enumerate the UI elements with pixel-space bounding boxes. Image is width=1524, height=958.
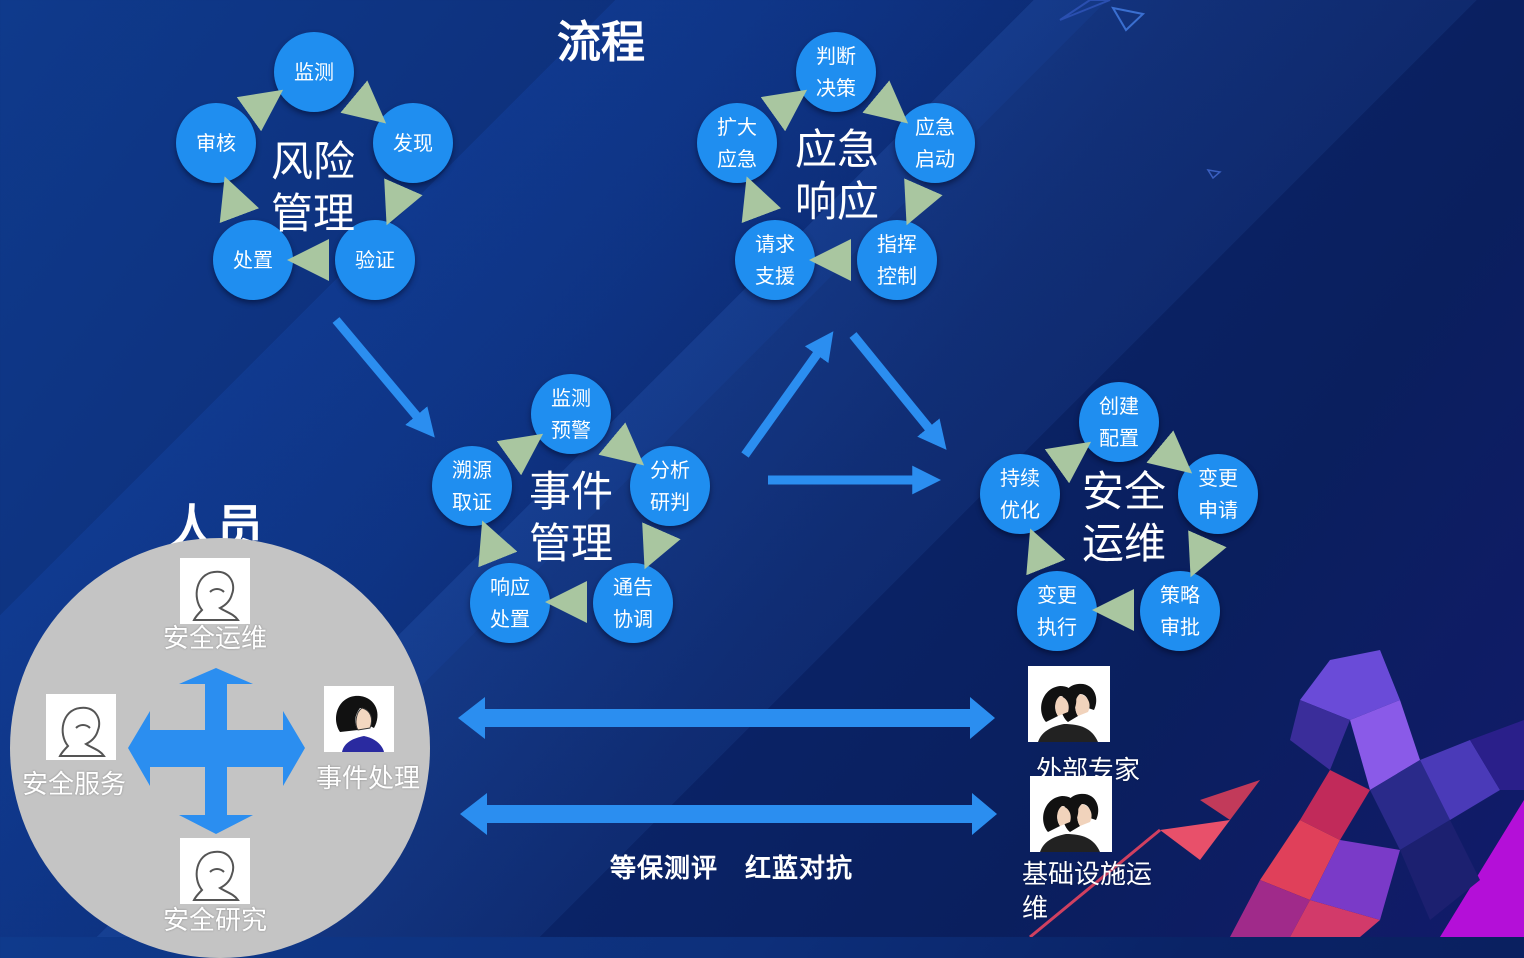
ops-center-label: 安全 运维 bbox=[1081, 467, 1166, 568]
risk-node-discover[interactable]: 发现 bbox=[373, 103, 453, 183]
avatar-external-expert bbox=[1028, 666, 1110, 742]
event-node-analyze[interactable]: 分析 研判 bbox=[630, 446, 710, 526]
event-node-respond[interactable]: 响应 处置 bbox=[470, 563, 550, 643]
risk-node-dispose[interactable]: 处置 bbox=[213, 220, 293, 300]
emergency-node-request[interactable]: 请求 支援 bbox=[735, 220, 815, 300]
avatar-research bbox=[180, 838, 250, 904]
flow-arrows bbox=[219, 80, 1227, 835]
ops-node-approve[interactable]: 策略 审批 bbox=[1140, 571, 1220, 651]
bottom-caption: 等保测评 红蓝对抗 bbox=[610, 854, 854, 884]
emergency-center-label: 应急 响应 bbox=[794, 125, 879, 226]
person-outline-icon bbox=[192, 570, 240, 621]
event-node-monitor[interactable]: 监测 预警 bbox=[531, 374, 611, 454]
infra-ops-label: 基础设施运 维 bbox=[1022, 860, 1153, 924]
event-node-notify[interactable]: 通告 协调 bbox=[593, 563, 673, 643]
group-people-icon bbox=[1038, 683, 1098, 742]
avatar-service bbox=[46, 694, 116, 760]
person-outline-icon bbox=[192, 850, 240, 901]
avatar-incident bbox=[324, 686, 394, 752]
emergency-node-start[interactable]: 应急 启动 bbox=[895, 103, 975, 183]
role-incident-label: 事件处理 bbox=[316, 764, 421, 794]
risk-node-verify[interactable]: 验证 bbox=[335, 220, 415, 300]
ops-node-create[interactable]: 创建 配置 bbox=[1079, 382, 1159, 462]
avatar-ops bbox=[180, 558, 250, 624]
person-outline-icon bbox=[58, 706, 106, 757]
event-node-trace[interactable]: 溯源 取证 bbox=[432, 446, 512, 526]
avatar-infra-ops bbox=[1030, 776, 1112, 852]
ops-node-execute[interactable]: 变更 执行 bbox=[1017, 571, 1097, 651]
risk-center-label: 风险 管理 bbox=[270, 137, 355, 238]
process-heading: 流程 bbox=[557, 17, 645, 68]
group-people-icon bbox=[1040, 793, 1100, 852]
role-research-label: 安全研究 bbox=[163, 906, 268, 936]
role-service-label: 安全服务 bbox=[22, 770, 127, 800]
decor-triangles bbox=[1059, 0, 1222, 180]
role-ops-label: 安全运维 bbox=[163, 624, 268, 654]
risk-node-audit[interactable]: 审核 bbox=[176, 103, 256, 183]
emergency-node-command[interactable]: 指挥 控制 bbox=[857, 220, 937, 300]
polygon-athlete-graphic bbox=[1029, 650, 1524, 937]
person-filled-icon bbox=[336, 695, 384, 752]
people-cross-arrow bbox=[128, 668, 305, 834]
